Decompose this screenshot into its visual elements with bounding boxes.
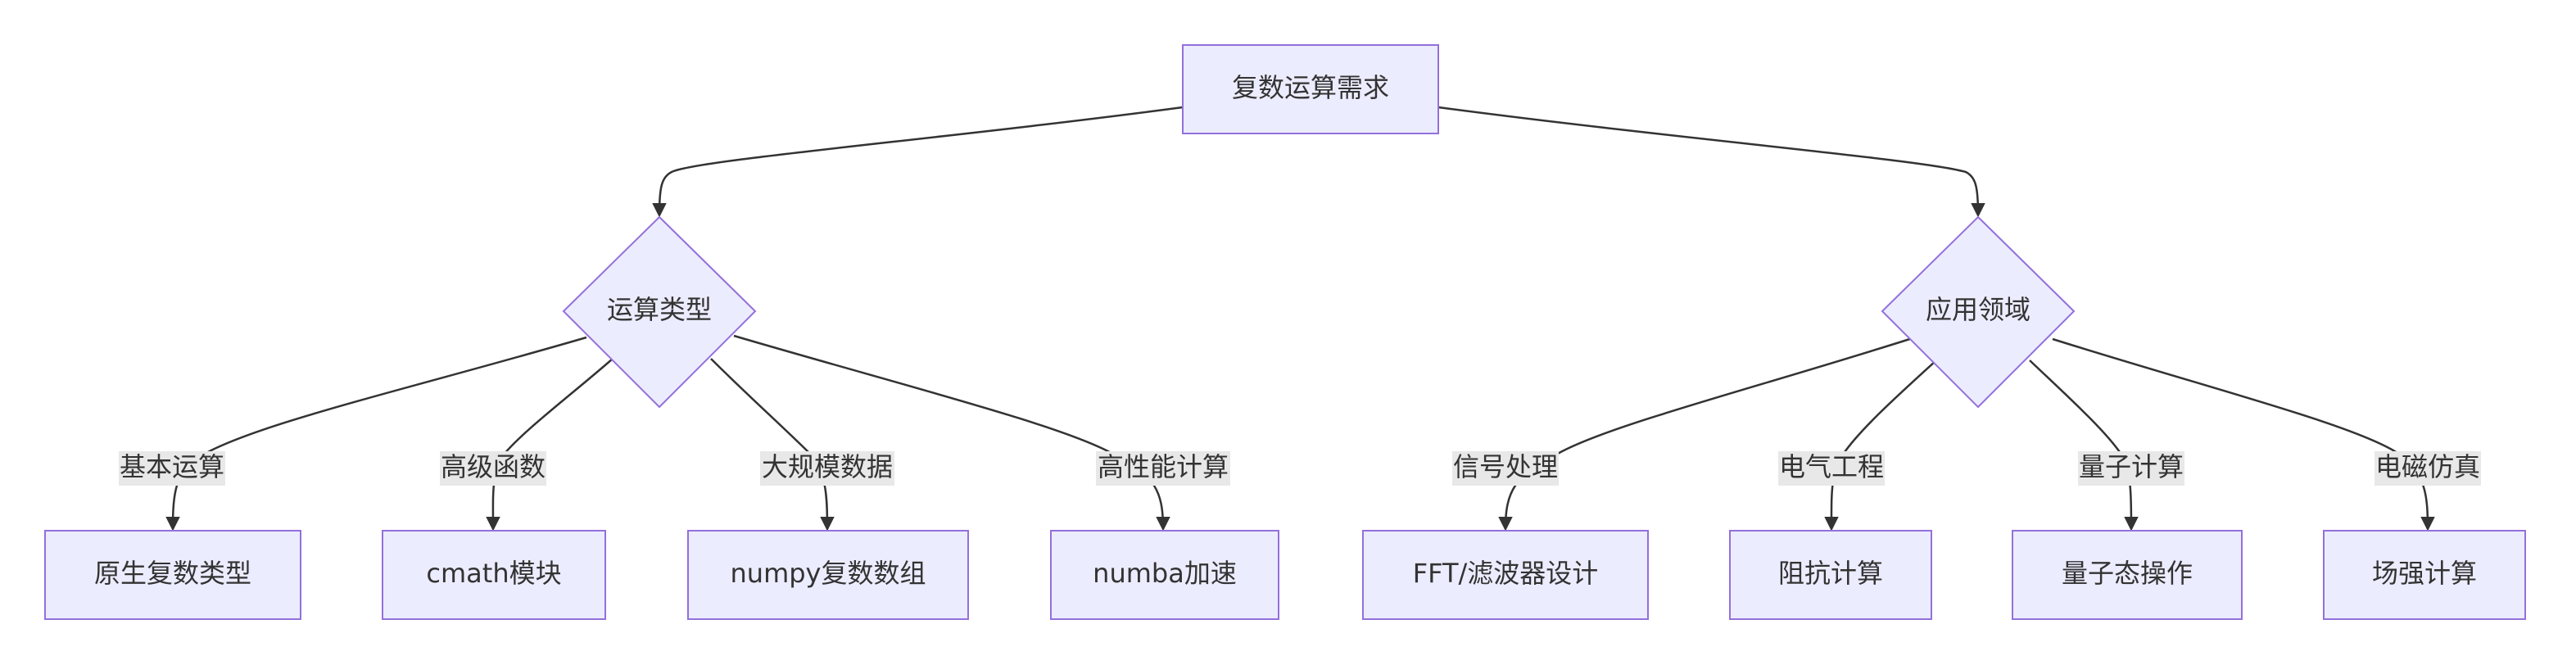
leaf-numpy-complex-array[interactable]: numpy复数数组 xyxy=(687,530,969,620)
leaf-quantum-state-ops[interactable]: 量子态操作 xyxy=(2012,530,2243,620)
leaf-fft-filter-design-label: FFT/滤波器设计 xyxy=(1413,558,1599,589)
edge-domain-to-electrical xyxy=(1824,360,1937,532)
edge-domain-to-signal xyxy=(1498,336,1916,532)
edge-operation-to-advanced xyxy=(486,358,613,532)
leaf-cmath-module[interactable]: cmath模块 xyxy=(382,530,606,620)
leaf-fft-filter-design[interactable]: FFT/滤波器设计 xyxy=(1362,530,1649,620)
edge-label-advanced-text: 高级函数 xyxy=(441,451,546,482)
leaf-cmath-module-label: cmath模块 xyxy=(426,558,561,589)
edge-label-quantum-text: 量子计算 xyxy=(2079,451,2184,482)
root-node-label: 复数运算需求 xyxy=(1232,72,1389,103)
edge-label-em-sim-text: 电磁仿真 xyxy=(2375,451,2480,482)
leaf-quantum-state-ops-label: 量子态操作 xyxy=(2062,558,2193,589)
edge-label-basic-text: 基本运算 xyxy=(120,451,224,482)
leaf-field-strength-calculation-label: 场强计算 xyxy=(2372,558,2477,589)
leaf-numba-acceleration[interactable]: numba加速 xyxy=(1050,530,1279,620)
leaf-native-complex-type[interactable]: 原生复数类型 xyxy=(44,530,301,620)
root-node[interactable]: 复数运算需求 xyxy=(1182,44,1439,134)
leaf-native-complex-type-label: 原生复数类型 xyxy=(94,558,251,589)
leaf-numpy-complex-array-label: numpy复数数组 xyxy=(731,558,926,589)
edge-domain-to-em-sim xyxy=(2052,337,2435,532)
edge-operation-to-large-data xyxy=(710,358,835,532)
edge-root-to-operation-type xyxy=(652,106,1184,218)
edge-label-electrical: 电气工程 xyxy=(1778,451,1885,486)
edge-label-large-data-text: 大规模数据 xyxy=(762,451,893,482)
edge-label-basic: 基本运算 xyxy=(119,451,225,486)
edge-label-large-data: 大规模数据 xyxy=(760,451,894,486)
edge-label-em-sim: 电磁仿真 xyxy=(2375,451,2481,486)
leaf-field-strength-calculation[interactable]: 场强计算 xyxy=(2323,530,2526,620)
edge-label-quantum: 量子计算 xyxy=(2078,451,2184,486)
decision-application-domain[interactable]: 应用领域 xyxy=(1881,215,2076,409)
leaf-impedance-calculation-label: 阻抗计算 xyxy=(1778,558,1883,589)
edge-domain-to-quantum xyxy=(2029,360,2139,532)
edge-operation-to-high-performance xyxy=(733,334,1170,532)
edge-label-advanced: 高级函数 xyxy=(440,451,546,486)
decision-operation-type[interactable]: 运算类型 xyxy=(562,215,757,409)
leaf-impedance-calculation[interactable]: 阻抗计算 xyxy=(1729,530,1932,620)
leaf-numba-acceleration-label: numba加速 xyxy=(1093,558,1237,589)
edge-root-to-application-domain xyxy=(1437,106,1985,218)
edge-label-signal: 信号处理 xyxy=(1452,451,1559,486)
edge-label-electrical-text: 电气工程 xyxy=(1779,451,1884,482)
decision-operation-type-label: 运算类型 xyxy=(607,294,712,325)
edge-label-signal-text: 信号处理 xyxy=(1453,451,1558,482)
edge-label-high-performance-text: 高性能计算 xyxy=(1098,451,1229,482)
decision-application-domain-label: 应用领域 xyxy=(1926,294,2030,325)
edge-label-high-performance: 高性能计算 xyxy=(1096,451,1230,486)
